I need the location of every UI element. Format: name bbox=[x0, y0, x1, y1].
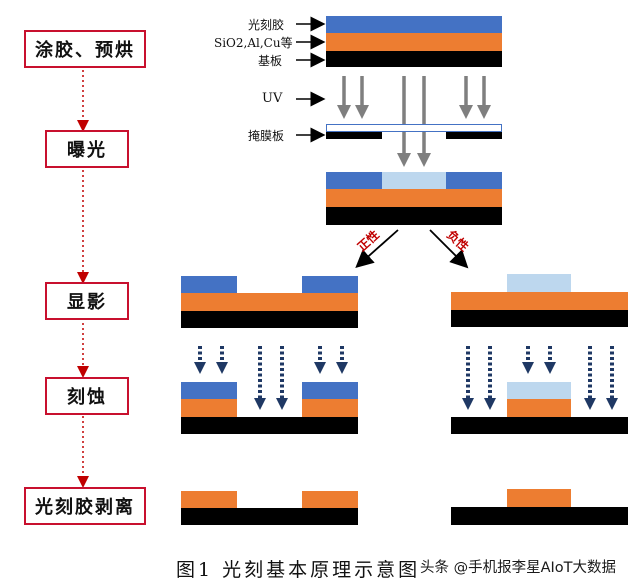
figure-caption: 图1 光刻基本原理示意图 bbox=[176, 559, 421, 581]
etch-pos-resist-left bbox=[181, 382, 237, 399]
step-resist-strip: 光刻胶剥离 bbox=[24, 487, 146, 525]
dev-pos-resist-right bbox=[302, 276, 358, 293]
step-exposure: 曝光 bbox=[45, 130, 129, 168]
exposed-resist-left bbox=[326, 172, 382, 189]
etch-pos-film-right bbox=[302, 399, 358, 417]
label-film: SiO2,Al,Cu等 bbox=[214, 36, 293, 50]
dev-neg-film bbox=[451, 292, 628, 310]
dev-pos-substrate bbox=[181, 311, 358, 328]
dev-neg-substrate bbox=[451, 310, 628, 327]
etch-pos-resist-right bbox=[302, 382, 358, 399]
exposed-film-layer bbox=[326, 189, 502, 207]
strip-neg-film-center bbox=[507, 489, 571, 507]
branch-arrow-positive bbox=[355, 229, 399, 268]
dev-pos-resist-left bbox=[181, 276, 237, 293]
strip-pos-substrate bbox=[181, 508, 358, 525]
mask-opaque-left bbox=[326, 132, 382, 139]
dev-pos-film bbox=[181, 293, 358, 311]
etch-neg-film-center bbox=[507, 399, 571, 417]
mask-opaque-right bbox=[446, 132, 502, 139]
step-coating-prebake: 涂胶、预烘 bbox=[24, 30, 146, 68]
mask-plate bbox=[326, 124, 502, 132]
dev-neg-resist-center bbox=[507, 274, 571, 292]
label-uv: UV bbox=[262, 91, 283, 106]
exposed-substrate-layer bbox=[326, 207, 502, 225]
strip-pos-film-right bbox=[302, 491, 358, 508]
branch-arrow-negative bbox=[429, 229, 469, 269]
etch-neg-substrate bbox=[451, 417, 628, 434]
step-development: 显影 bbox=[45, 282, 129, 320]
exposed-resist-center bbox=[382, 172, 446, 189]
exposed-resist-right bbox=[446, 172, 502, 189]
strip-neg-substrate bbox=[451, 507, 628, 525]
label-substrate: 基板 bbox=[258, 54, 283, 68]
etch-pos-film-left bbox=[181, 399, 237, 417]
etch-pos-substrate bbox=[181, 417, 358, 434]
label-mask: 掩膜板 bbox=[248, 129, 285, 143]
step-etching: 刻蚀 bbox=[45, 377, 129, 415]
watermark: 头条 @手机报李星AIoT大数据 bbox=[420, 560, 617, 576]
etch-neg-resist-center bbox=[507, 382, 571, 399]
label-photoresist: 光刻胶 bbox=[248, 18, 285, 32]
label-pointer-arrows bbox=[296, 16, 326, 143]
initial-film-layer bbox=[326, 33, 502, 51]
initial-substrate-layer bbox=[326, 51, 502, 67]
initial-photoresist-layer bbox=[326, 16, 502, 33]
strip-pos-film-left bbox=[181, 491, 237, 508]
